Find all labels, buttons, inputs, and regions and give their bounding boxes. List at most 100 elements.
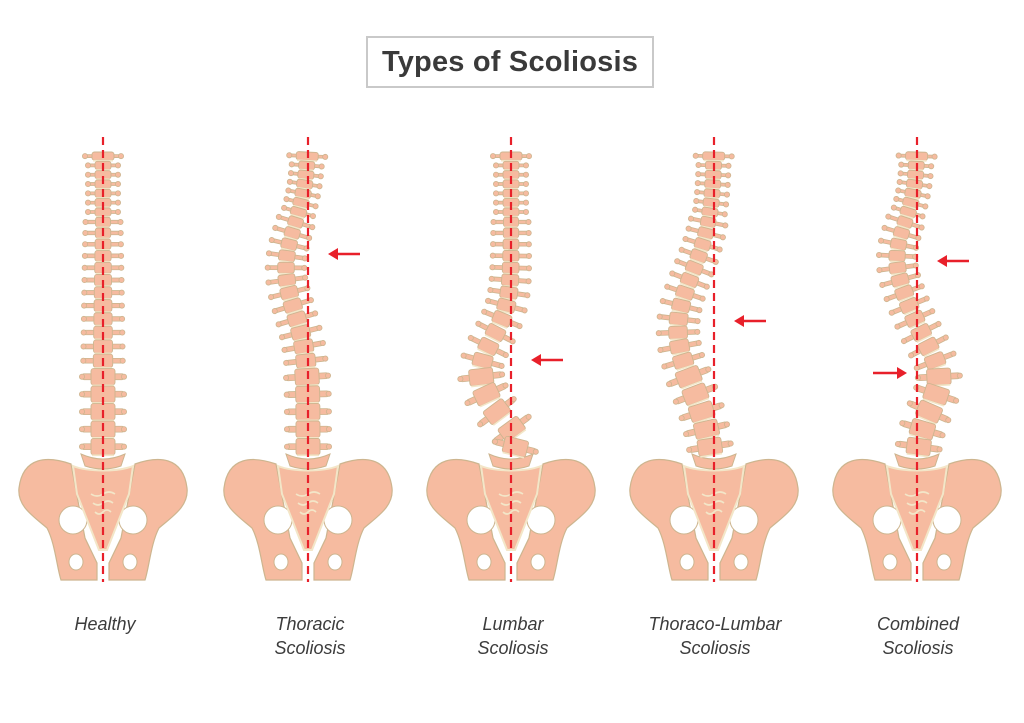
caption-line2: Scoliosis [274,638,346,658]
process-tip [81,153,88,160]
process-tip [268,294,275,301]
process-tip [118,252,125,259]
caption-line1: Lumbar [482,614,544,634]
vertebra-lumbar [457,367,506,388]
caption-combined: Combined Scoliosis [818,612,1018,660]
process-tip [492,438,499,445]
process-tip [283,426,290,433]
vertebra-cervical [895,151,938,162]
left-foramen [68,553,84,571]
intervertebral-disc [477,348,494,358]
vertebral-body [888,249,906,262]
right-foramen [530,553,546,571]
process-tip [929,308,936,315]
process-tip [80,315,87,322]
process-tip [275,321,282,328]
process-tip [659,298,666,305]
vertebra-lumbar [283,438,332,457]
process-tip [81,277,88,284]
process-tip [532,448,539,455]
title-box: Types of Scoliosis [366,36,654,88]
vertebra-thoracic [682,235,723,253]
process-tip [918,283,925,290]
process-tip [78,391,85,398]
vertebra-cervical [492,188,529,199]
process-tip [120,426,127,433]
process-tip [306,235,313,242]
process-tip [926,183,933,190]
process-tip [84,190,91,197]
process-tip [492,181,499,188]
sacral-line [908,509,926,515]
process-tip [322,153,329,160]
vertebral-body [298,160,316,171]
process-tip [117,241,124,248]
left-hip-bone [18,459,98,581]
left-foramen [273,553,289,571]
process-tip [285,187,292,194]
process-tip [287,170,294,177]
vertebra-thoracic [283,352,329,370]
process-tip [457,376,464,383]
process-tip [84,199,91,206]
process-tip [688,215,695,222]
process-tip [894,440,901,447]
process-tip [81,264,88,271]
process-tip [492,209,499,216]
process-tip [685,225,692,232]
intervertebral-disc [298,177,313,181]
caption-line2: Scoliosis [477,638,549,658]
process-tip [897,170,904,177]
process-tip [725,172,732,179]
vertebra-cervical [694,179,731,190]
process-tip [492,199,499,206]
intervertebral-disc [906,159,927,162]
intervertebral-disc [894,283,910,289]
vertebra-thoracic [268,237,310,253]
right-hip-bone [313,459,393,581]
process-tip [492,162,499,169]
process-tip [522,199,529,206]
vertebra-lumbar [913,382,960,407]
vertebra-lumbar [666,365,712,390]
process-tip [669,270,676,277]
vertebra-thoracic [657,338,702,356]
vertebral-body [295,352,317,369]
process-tip [666,381,673,388]
process-tip [695,339,702,346]
process-tip [325,390,332,397]
vertebra-cervical [693,197,730,209]
process-tip [724,191,731,198]
right-hip-bone [108,459,188,581]
vertebra-lumbar [686,436,734,458]
process-tip [919,213,926,220]
process-tip [490,241,497,248]
process-tip [487,287,494,294]
process-tip [283,391,290,398]
process-tip [283,443,290,450]
process-tip [120,408,127,415]
vertebral-body [926,367,952,386]
process-tip [117,229,124,236]
intervertebral-disc [681,380,703,390]
vertebral-body [668,325,688,340]
process-tip [475,320,482,327]
curve-arrow-left [328,248,360,260]
caption-line1: Combined [876,614,960,634]
process-tip [525,265,532,272]
process-tip [898,161,905,168]
vertebra-thoracic [275,310,319,329]
process-tip [699,295,706,302]
process-tip [521,307,528,314]
process-tip [319,340,326,347]
vertebra-thoracic [669,270,710,290]
intervertebral-disc [496,309,513,315]
spine-healthy [18,137,188,582]
sacral-line [94,509,112,515]
right-hip-bone [719,459,799,581]
process-tip [956,372,963,379]
vertebra-thoracic [664,283,706,302]
sacral-base [80,453,126,470]
vertebra-thoracic [655,325,701,341]
intervertebral-disc [899,213,914,220]
